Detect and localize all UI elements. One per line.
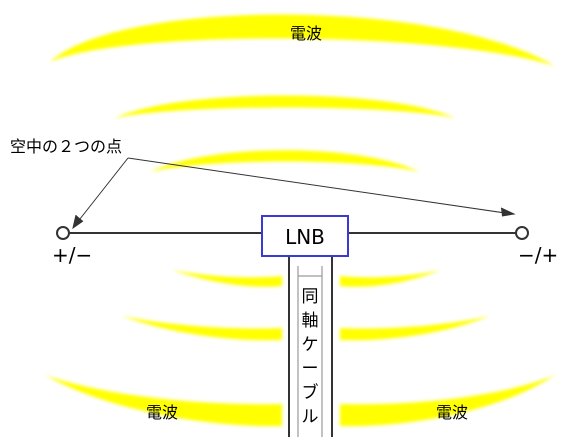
wave-label-top: 電波	[290, 24, 322, 43]
coax-cable	[288, 255, 333, 437]
coax-char: 同	[302, 287, 319, 307]
coax-char: ケ	[302, 335, 319, 355]
wave-arc-4-right	[340, 270, 440, 287]
coax-char: 軸	[302, 311, 319, 331]
wave-arc-bottom-right	[340, 375, 555, 427]
coax-label: 同 軸 ケ ー ブ ル	[302, 287, 319, 427]
wave-label-bottom-left: 電波	[146, 403, 178, 422]
wave-arc-top	[50, 14, 555, 66]
terminal-left-label: +/−	[52, 243, 92, 267]
callout-arrows	[72, 157, 516, 230]
wave-label-bottom-right: 電波	[436, 403, 468, 422]
terminal-right-icon	[515, 226, 529, 240]
coax-char: ブ	[302, 382, 319, 403]
two-points-label: 空中の２つの点	[10, 137, 122, 156]
coax-char: ル	[302, 407, 319, 427]
wave-arc-2	[115, 95, 455, 118]
wave-arc-4	[172, 270, 282, 287]
coax-char: ー	[302, 359, 319, 379]
wave-arc-bottom-left	[45, 375, 282, 427]
wave-arc-5	[122, 316, 282, 341]
wave-arc-3	[150, 150, 420, 172]
wave-arc-5-right	[340, 316, 490, 341]
terminal-right-label: −/+	[518, 243, 558, 267]
radio-waves	[45, 14, 555, 427]
lnb-label: LNB	[285, 225, 325, 249]
terminal-left-icon	[56, 226, 70, 240]
lnb-box	[261, 215, 349, 257]
